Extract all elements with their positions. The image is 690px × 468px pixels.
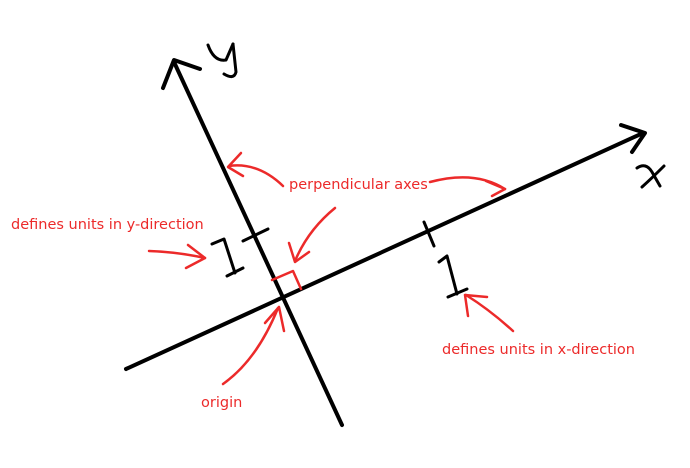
x-units-label: defines units in x-direction — [442, 342, 635, 358]
origin-arrow — [221, 305, 286, 386]
x-units-arrow — [463, 293, 515, 333]
perpendicular-arrow-to-angle — [287, 206, 337, 264]
y-units-label: defines units in y-direction — [11, 217, 204, 233]
right-angle-marker — [270, 269, 303, 291]
perpendicular-axes-label: perpendicular axes — [289, 177, 428, 193]
perpendicular-arrow-to-x-axis — [428, 176, 507, 198]
x-axis-label — [635, 164, 666, 189]
y-axis-label — [206, 42, 238, 79]
x-unit-tick — [422, 220, 436, 248]
x-axis-line — [124, 131, 645, 371]
y-unit-numeral — [210, 237, 245, 278]
x-unit-numeral — [437, 254, 469, 299]
x-axis-arrowhead — [619, 123, 647, 154]
origin-label: origin — [201, 395, 243, 411]
perpendicular-arrow-to-y-axis — [226, 151, 285, 188]
y-units-arrow — [147, 243, 207, 270]
y-unit-tick — [241, 227, 270, 243]
y-axis-line — [172, 60, 344, 427]
y-axis-arrowhead — [161, 58, 202, 90]
